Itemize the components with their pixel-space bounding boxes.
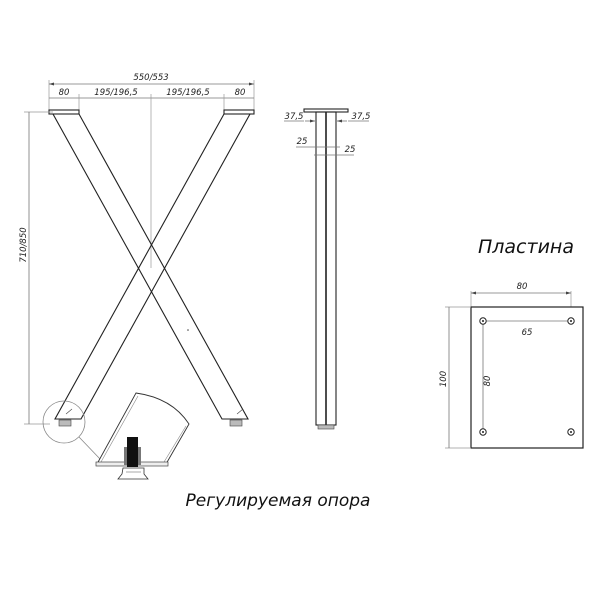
hole-spacing-vertical-label: 80	[483, 376, 493, 387]
segment-label-left: 80	[59, 88, 70, 98]
height-label: 710/850	[19, 227, 29, 262]
detail-callout	[42, 400, 102, 461]
mounting-hole	[479, 428, 487, 436]
side-inner-right-label: 25	[345, 145, 356, 155]
side-top-right-label: 37,5	[352, 112, 371, 122]
plate-width-label: 80	[517, 282, 528, 292]
plate-title: Пластина	[478, 236, 574, 258]
mounting-hole	[567, 317, 575, 325]
segment-label-right: 80	[235, 88, 246, 98]
mounting-hole	[479, 317, 487, 325]
overall-width-label: 550/553	[133, 73, 168, 83]
segment-label-center-left: 195/196,5	[94, 88, 137, 98]
side-top-left-label: 37,5	[285, 112, 304, 122]
plate-height-label: 100	[439, 371, 449, 387]
side-view: 37,5 37,5 25 25	[284, 108, 371, 430]
plate-view: Пластина 80 100 65 80	[439, 236, 584, 449]
hole-spacing-horizontal-label: 65	[522, 328, 533, 338]
detail-caption: Регулируемая опора	[186, 491, 371, 511]
segment-label-center-right: 195/196,5	[166, 88, 209, 98]
side-inner-left-label: 25	[297, 137, 308, 147]
adjustable-foot-detail	[95, 392, 190, 480]
front-view: 550/553 80 195/196,5 195/196,5 80 710/85…	[19, 73, 255, 427]
mounting-hole	[567, 428, 575, 436]
